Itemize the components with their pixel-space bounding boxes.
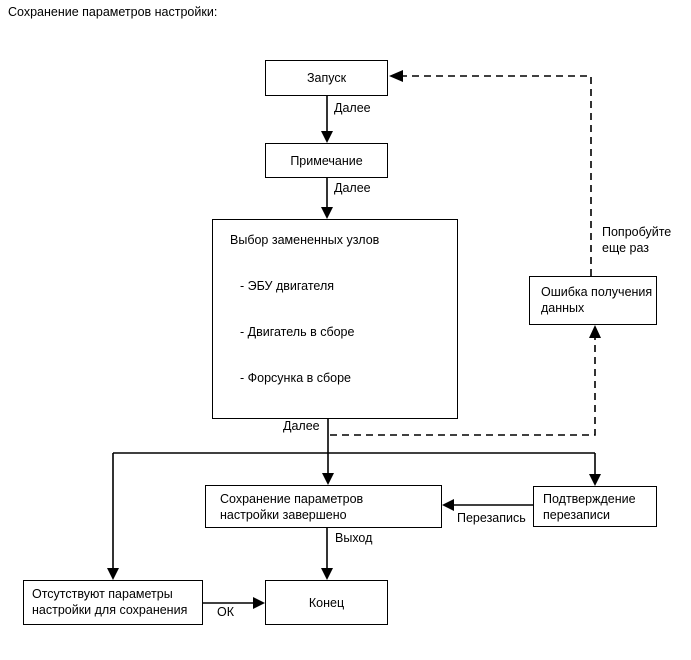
node-data-error-line2: данных — [541, 301, 585, 315]
edge-label-retry-line2: еще раз — [602, 241, 650, 255]
node-note[interactable]: Примечание — [265, 143, 388, 178]
node-selection-option-1[interactable]: - Двигатель в сборе — [240, 325, 355, 339]
arrowhead-to-save-complete — [322, 473, 334, 485]
node-overwrite-confirm-line1: Подтверждение — [543, 492, 636, 506]
node-selection-option-0[interactable]: - ЭБУ двигателя — [240, 279, 335, 293]
arrowhead-save-to-end — [321, 568, 333, 580]
arrowhead-to-no-params — [107, 568, 119, 580]
node-data-error[interactable]: Ошибка получения данных — [529, 276, 657, 325]
node-start-label: Запуск — [306, 71, 347, 85]
node-end[interactable]: Конец — [265, 580, 388, 625]
edge-label-selection-out: Далее — [281, 419, 322, 434]
node-overwrite-confirm[interactable]: Подтверждение перезаписи — [533, 486, 657, 527]
arrowhead-note-to-selection — [321, 207, 333, 219]
node-no-params[interactable]: Отсутствуют параметры настройки для сохр… — [23, 580, 203, 625]
node-save-complete-line2: настройки завершено — [220, 508, 347, 522]
edge-label-note-to-selection: Далее — [332, 181, 373, 196]
edge-label-exit: Выход — [333, 531, 375, 546]
node-selection-title: Выбор замененных узлов — [230, 233, 380, 247]
node-save-complete[interactable]: Сохранение параметров настройки завершен… — [205, 485, 442, 528]
wire-dashed-to-error — [330, 333, 596, 436]
arrowhead-overwrite-to-save — [442, 499, 454, 511]
arrowhead-start-to-note — [321, 131, 333, 143]
node-save-complete-line1: Сохранение параметров — [220, 492, 364, 506]
edge-label-overwrite: Перезапись — [455, 511, 528, 526]
edge-label-retry: Попробуйте еще раз — [600, 224, 684, 256]
node-note-label: Примечание — [290, 153, 363, 168]
arrowhead-to-overwrite-confirm — [589, 474, 601, 486]
wire-dashed-retry-to-start — [400, 75, 592, 276]
arrowhead-dashed-to-error — [589, 325, 601, 338]
edge-label-retry-line1: Попробуйте — [602, 225, 672, 239]
node-selection[interactable]: Выбор замененных узлов - ЭБУ двигателя -… — [212, 219, 458, 419]
arrowhead-dashed-retry-to-start — [389, 70, 403, 82]
node-data-error-line1: Ошибка получения — [541, 285, 653, 299]
arrowhead-no-params-to-end — [253, 597, 265, 609]
node-end-label: Конец — [308, 595, 345, 610]
node-no-params-line2: настройки для сохранения — [32, 603, 188, 617]
page-title: Сохранение параметров настройки: — [8, 5, 218, 19]
edge-label-start-to-note: Далее — [332, 101, 373, 116]
node-selection-option-2[interactable]: - Форсунка в сборе — [240, 371, 351, 385]
node-no-params-line1: Отсутствуют параметры — [32, 587, 173, 601]
edge-label-ok: ОК — [215, 605, 237, 620]
node-start[interactable]: Запуск — [265, 60, 388, 96]
node-overwrite-confirm-line2: перезаписи — [543, 508, 611, 522]
